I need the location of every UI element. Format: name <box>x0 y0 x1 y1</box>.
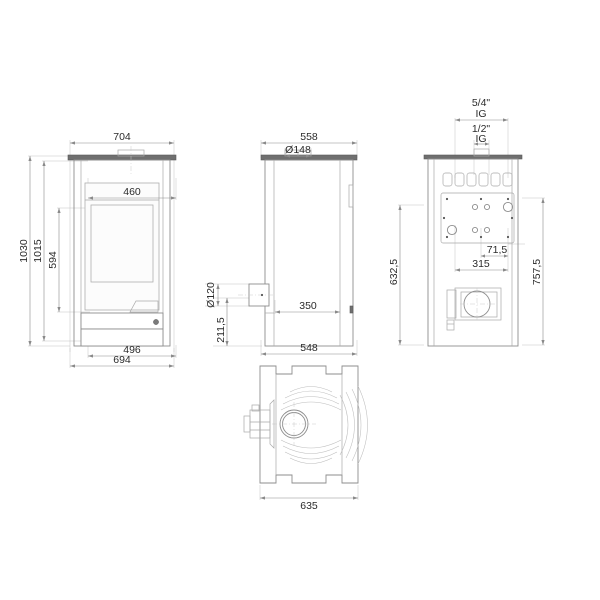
side-lower-fitting <box>349 305 354 314</box>
dim-7575: 757,5 <box>531 198 545 345</box>
dim-connection-small: 1/2" IG <box>472 123 491 146</box>
dim-558-label: 558 <box>300 131 318 143</box>
dim-694-label: 694 <box>113 354 131 366</box>
side-rear-outlet-dot <box>260 293 264 297</box>
rear-plate-mount-dots <box>442 197 514 239</box>
front-elevation-view: 704 460 496 694 1030 <box>18 131 177 368</box>
dim-704-label: 704 <box>113 131 131 143</box>
plan-outline <box>259 365 359 484</box>
dim-496-label: 496 <box>123 344 141 356</box>
dim-6325-label: 632,5 <box>388 259 400 285</box>
dim-548-label: 548 <box>300 342 318 354</box>
rear-pipe-stub <box>473 148 490 157</box>
rear-connection-plate <box>440 192 515 244</box>
dim-694: 694 <box>70 354 174 368</box>
front-base-knob <box>153 319 159 325</box>
front-ash-lip <box>129 300 159 313</box>
rear-blower-housing <box>454 287 502 321</box>
plan-top-ribs <box>280 386 342 411</box>
plan-top-view: 635 <box>243 365 368 512</box>
dim-350-label: 350 <box>299 300 317 312</box>
rear-top-plate <box>423 154 523 160</box>
rear-vent-louvres <box>442 172 513 187</box>
front-extension-lines <box>28 140 177 368</box>
dim-460: 460 <box>88 186 176 200</box>
dim-635-label: 635 <box>300 500 318 512</box>
dim-460-label: 460 <box>123 186 141 198</box>
rear-blower-assembly <box>446 287 502 331</box>
dim-1030: 1030 <box>18 156 32 346</box>
rear-blower-outlet <box>446 319 455 331</box>
dim-350: 350 <box>275 300 340 314</box>
dim-1015: 1015 <box>32 161 46 341</box>
dim-12-label: 1/2" <box>472 123 491 135</box>
side-body-outline <box>264 159 354 347</box>
dim-558: 558 <box>261 131 357 145</box>
dim-120: Ø120 <box>205 282 220 308</box>
dim-635: 635 <box>260 496 358 512</box>
dim-496: 496 <box>88 344 176 358</box>
dim-12-type-label: IG <box>475 133 486 145</box>
plan-bottom-ribs <box>280 439 342 464</box>
dim-120-label: Ø120 <box>205 282 217 308</box>
dim-548: 548 <box>261 342 357 356</box>
dim-594-label: 594 <box>47 251 59 269</box>
dim-704: 704 <box>70 131 174 145</box>
dim-2115-label: 211,5 <box>215 317 227 343</box>
dim-54-label: 5/4" <box>472 97 491 109</box>
dim-315: 315 <box>455 258 508 272</box>
rear-blower-side-box <box>446 289 457 319</box>
side-handle <box>348 184 354 208</box>
dim-315-label: 315 <box>472 258 490 270</box>
front-base-upper <box>80 312 164 330</box>
front-base-lower <box>80 328 164 347</box>
front-door-glass <box>90 204 154 283</box>
dim-594: 594 <box>47 208 61 312</box>
rear-body-outline <box>427 158 519 347</box>
dim-715: 71,5 <box>481 244 508 258</box>
dim-1015-label: 1015 <box>32 239 44 263</box>
rear-plate-ports <box>446 201 514 236</box>
dim-6325: 632,5 <box>388 205 402 345</box>
rear-elevation-view: 5/4" IG 1/2" IG 71,5 315 <box>388 97 545 347</box>
side-elevation-view: 558 Ø148 350 548 Ø120 <box>205 131 358 356</box>
dim-54-type-label: IG <box>475 108 486 120</box>
dim-148-label: Ø148 <box>285 144 311 156</box>
dim-7575-label: 757,5 <box>531 259 543 285</box>
dim-148: Ø148 <box>285 144 311 158</box>
side-extension-lines <box>205 140 358 356</box>
plan-right-ribs <box>339 385 368 465</box>
plan-rear-connector <box>243 399 275 449</box>
plan-extension-lines <box>259 485 359 500</box>
dim-715-label: 71,5 <box>487 244 508 256</box>
dim-1030-label: 1030 <box>18 239 30 263</box>
dim-2115: 211,5 <box>215 298 229 346</box>
dim-connection-large: 5/4" IG <box>455 97 508 122</box>
